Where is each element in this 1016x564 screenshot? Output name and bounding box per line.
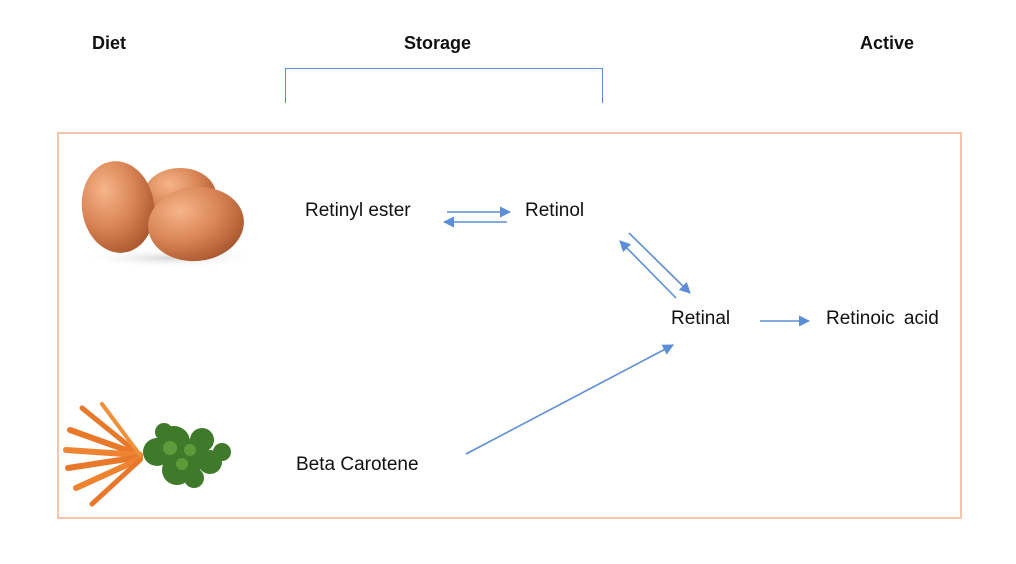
- arrow-retinol-to-retinal: [628, 232, 691, 294]
- retinal-label: Retinal: [671, 308, 731, 329]
- diet-header: Diet: [92, 33, 127, 53]
- diagram-panel: [57, 132, 962, 519]
- eggs-image: [80, 161, 260, 268]
- active-header: Active: [860, 33, 915, 53]
- retinol-label: Retinol: [525, 200, 585, 221]
- carrots-image: [63, 402, 231, 507]
- arrow-retinal-to-retinol: [619, 240, 677, 299]
- beta-carotene-label: Beta Carotene: [296, 454, 419, 475]
- arrow-beta-carotene-to-retinal: [465, 344, 674, 455]
- retinoic-acid-label: Retinoic acid: [826, 308, 939, 329]
- retinyl-ester-label: Retinyl ester: [305, 200, 411, 221]
- storage-bracket: [285, 68, 603, 103]
- storage-header: Storage: [404, 33, 472, 53]
